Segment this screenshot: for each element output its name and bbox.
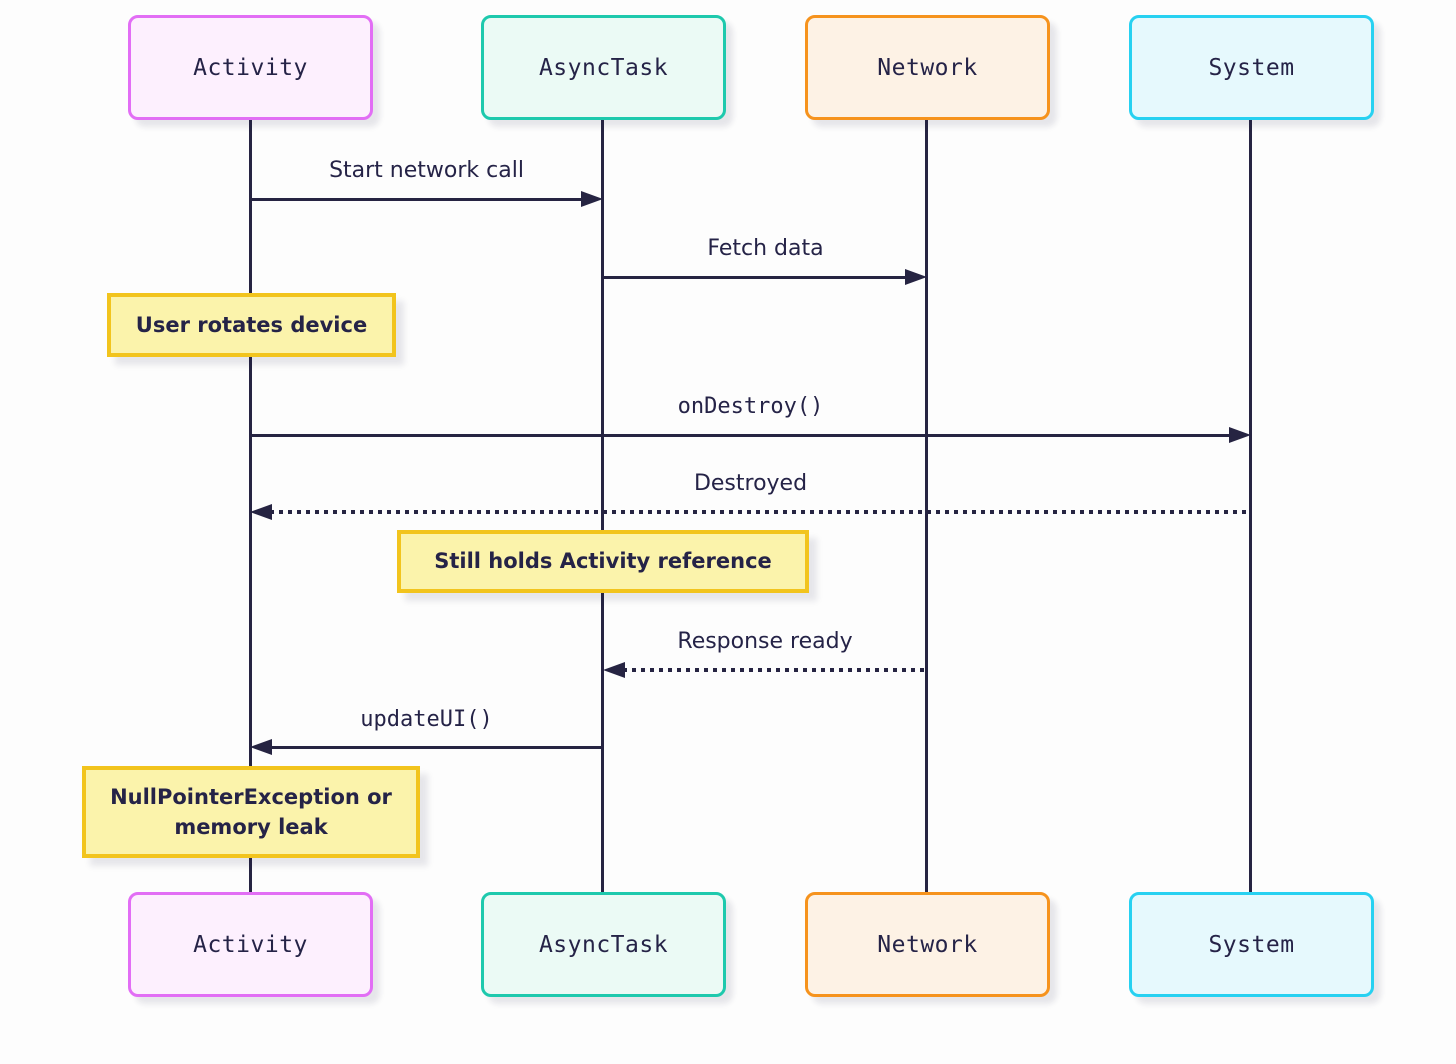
actor-label-network: Network [877,54,978,81]
message-label-start-network-call: Start network call [329,158,524,183]
actor-label-activity: Activity [193,931,308,958]
actor-box-network-bottom: Network [805,892,1050,997]
actor-box-network-top: Network [805,15,1050,120]
message-label-updateui: updateUI() [360,707,493,732]
lifeline-system [1249,120,1252,892]
actor-label-system: System [1208,931,1295,958]
arrowhead-right-icon [1229,427,1251,443]
arrowhead-left-icon [603,662,625,678]
arrowhead-left-icon [250,504,272,520]
actor-box-system-bottom: System [1129,892,1374,997]
arrowhead-right-icon [905,269,927,285]
actor-box-asynctask-bottom: AsyncTask [481,892,726,997]
message-line-response-ready [623,668,927,672]
actor-label-network: Network [877,931,978,958]
actor-box-activity-top: Activity [128,15,373,120]
actor-label-system: System [1208,54,1295,81]
message-line-start-network-call [250,198,583,201]
message-label-fetch-data: Fetch data [707,236,824,261]
actor-label-asynctask: AsyncTask [538,54,669,81]
lifeline-network [925,120,928,892]
arrowhead-right-icon [581,191,603,207]
message-line-fetch-data [604,276,907,279]
note-nullpointerexception-or-memory-leak: NullPointerException or memory leak [82,766,420,858]
actor-box-asynctask-top: AsyncTask [481,15,726,120]
actor-label-asynctask: AsyncTask [538,931,669,958]
message-line-ondestroy [250,434,1231,437]
message-line-destroyed [270,510,1251,514]
lifeline-asynctask [601,120,604,892]
message-line-updateui [270,746,603,749]
actor-box-system-top: System [1129,15,1374,120]
message-label-response-ready: Response ready [677,629,853,654]
message-label-destroyed: Destroyed [693,471,808,496]
note-still-holds-activity-reference: Still holds Activity reference [397,530,809,593]
arrowhead-left-icon [250,739,272,755]
message-label-ondestroy: onDestroy() [677,394,824,419]
actor-box-activity-bottom: Activity [128,892,373,997]
actor-label-activity: Activity [193,54,308,81]
note-user-rotates-device: User rotates device [107,293,396,357]
